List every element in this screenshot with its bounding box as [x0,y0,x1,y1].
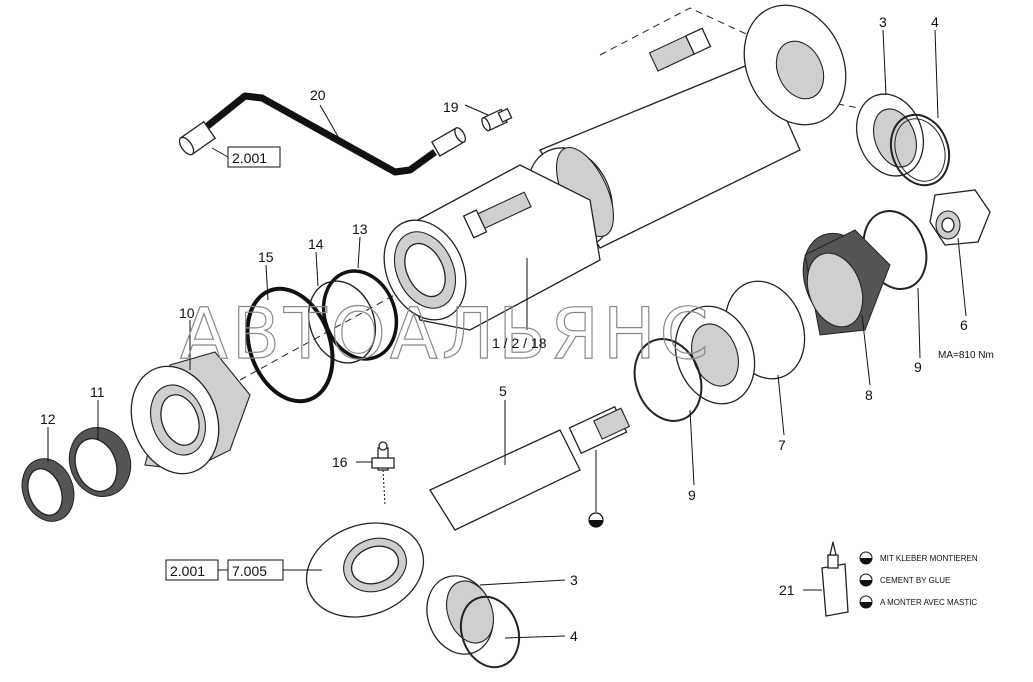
ref-eye-a-text: 2.001 [170,563,205,579]
label-part-15: 15 [258,249,274,265]
wiper-11 [68,427,132,497]
label-part-11: 11 [90,384,105,400]
assembly-axis-top [599,7,771,56]
glue-legend: MIT KLEBER MONTIEREN CEMENT BY GLUE A MO… [859,551,978,609]
gland-nut-10 [130,351,251,475]
label-part-19: 19 [443,99,459,115]
label-torque: MA=810 Nm [938,350,994,361]
ref-box-eye: 2.001 7.005 [165,559,284,581]
bearing-3-top [856,93,924,177]
o-ring-15 [245,286,335,404]
assembly-axis-left [239,269,441,381]
glue-tube-21 [821,541,849,617]
label-part-9-center: 9 [688,487,696,503]
legend-text-en: CEMENT BY GLUE [880,576,950,585]
circlip-4-top [889,113,951,187]
label-part-3-bottom: 3 [570,572,578,588]
legend-row-1: MIT KLEBER MONTIEREN [859,551,978,565]
label-part-8: 8 [865,387,873,403]
ring-12 [21,458,75,522]
piston-body-7 [674,280,806,405]
hydraulic-hose [178,92,467,176]
label-part-13: 13 [352,221,368,237]
circlip-4-bottom [459,595,521,669]
piston-rod-5 [305,405,631,618]
grease-nipple-16 [371,441,395,506]
ring-9-center [633,338,703,422]
label-part-9-right: 9 [914,359,922,375]
label-part-6: 6 [960,317,968,333]
nut-6 [929,189,991,246]
cylinder-head [383,164,601,331]
label-part-21: 21 [779,582,795,598]
label-cylinder-head: 1 / 2 / 18 [492,335,547,351]
piston-8 [802,229,891,336]
label-part-20: 20 [310,87,326,103]
glue-mark-rod [588,450,604,528]
label-part-3-top: 3 [879,14,887,30]
ring-14 [307,280,377,364]
watermark-text: АВТОАЛЬЯНС [180,293,712,375]
label-part-7: 7 [778,437,786,453]
ref-box-hose: 2.001 [227,146,281,168]
fitting-19 [481,107,513,132]
legend-text-fr: A MONTER AVEC MASTIC [880,598,977,607]
legend-row-3: A MONTER AVEC MASTIC [859,595,977,609]
label-part-10: 10 [179,305,195,321]
label-part-4-bottom: 4 [570,628,578,644]
label-part-5: 5 [499,383,507,399]
ref-hose-text: 2.001 [232,150,267,166]
leader-lines [47,29,967,639]
label-part-12: 12 [40,411,56,427]
legend-row-2: CEMENT BY GLUE [859,573,950,587]
ref-eye-b-text: 7.005 [232,563,267,579]
bearing-3-bottom [426,575,494,655]
label-part-4-top: 4 [931,14,939,30]
label-part-14: 14 [308,236,324,252]
label-part-16: 16 [332,454,348,470]
legend-text-de: MIT KLEBER MONTIEREN [880,554,978,563]
